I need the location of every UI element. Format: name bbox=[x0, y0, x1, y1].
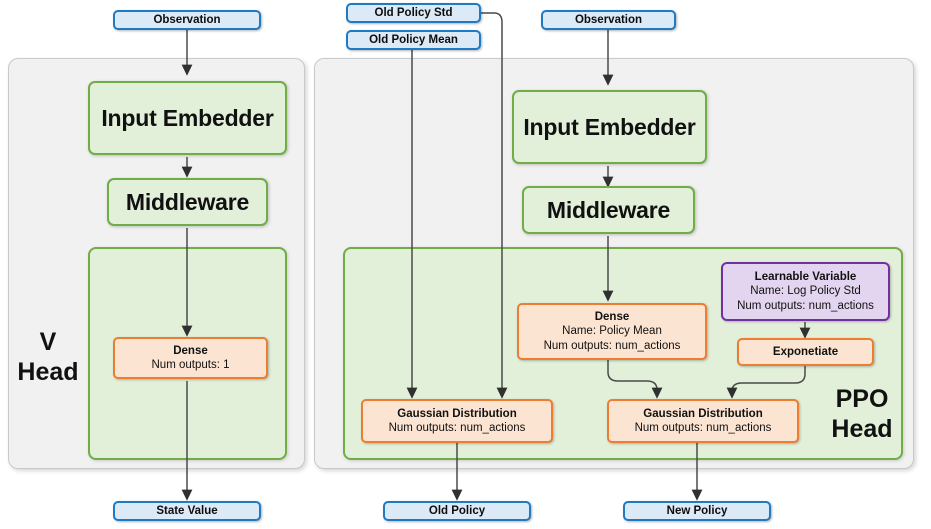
ppo-gaussian-old-num-outputs: Num outputs: num_actions bbox=[388, 422, 526, 434]
ppo-gaussian-old-title: Gaussian Distribution bbox=[397, 407, 517, 420]
input-old-policy-mean[interactable]: Old Policy Mean bbox=[346, 30, 481, 50]
ppo-gaussian-new-title: Gaussian Distribution bbox=[643, 407, 763, 420]
ppo-input-embedder-label: Input Embedder bbox=[523, 113, 696, 140]
input-observation-v[interactable]: Observation bbox=[113, 10, 261, 30]
input-old-policy-std[interactable]: Old Policy Std bbox=[346, 3, 481, 23]
v-dense-title: Dense bbox=[173, 344, 208, 357]
output-state-value-label: State Value bbox=[156, 504, 218, 517]
ppo-gaussian-old[interactable]: Gaussian Distribution Num outputs: num_a… bbox=[361, 399, 553, 443]
ppo-dense-name: Name: Policy Mean bbox=[562, 325, 662, 338]
ppo-learnable-variable-name: Name: Log Policy Std bbox=[750, 285, 861, 298]
v-head-label: V Head bbox=[17, 328, 79, 386]
ppo-learnable-variable[interactable]: Learnable Variable Name: Log Policy Std … bbox=[721, 262, 890, 321]
ppo-dense-num-outputs: Num outputs: num_actions bbox=[543, 339, 681, 352]
ppo-learnable-variable-num-outputs: Num outputs: num_actions bbox=[737, 299, 874, 312]
v-dense[interactable]: Dense Num outputs: 1 bbox=[113, 337, 268, 379]
ppo-dense-title: Dense bbox=[594, 311, 630, 324]
ppo-exponentiate[interactable]: Exponetiate bbox=[737, 338, 874, 366]
output-new-policy[interactable]: New Policy bbox=[623, 501, 771, 521]
input-observation-ppo[interactable]: Observation bbox=[541, 10, 676, 30]
ppo-middleware-label: Middleware bbox=[546, 196, 671, 223]
output-state-value[interactable]: State Value bbox=[113, 501, 261, 521]
ppo-dense-policy-mean[interactable]: Dense Name: Policy Mean Num outputs: num… bbox=[517, 303, 707, 360]
ppo-gaussian-new[interactable]: Gaussian Distribution Num outputs: num_a… bbox=[607, 399, 799, 443]
output-old-policy-label: Old Policy bbox=[428, 504, 486, 517]
output-new-policy-label: New Policy bbox=[666, 504, 728, 517]
input-old-policy-mean-label: Old Policy Mean bbox=[369, 33, 458, 46]
input-observation-ppo-label: Observation bbox=[574, 13, 643, 26]
ppo-middleware[interactable]: Middleware bbox=[522, 186, 695, 234]
ppo-gaussian-new-num-outputs: Num outputs: num_actions bbox=[634, 422, 772, 434]
v-input-embedder-label: Input Embedder bbox=[101, 104, 274, 131]
input-observation-v-label: Observation bbox=[153, 13, 221, 26]
v-middleware[interactable]: Middleware bbox=[107, 178, 268, 226]
v-middleware-label: Middleware bbox=[125, 188, 250, 215]
ppo-head-label: PPO Head bbox=[831, 385, 893, 443]
input-old-policy-std-label: Old Policy Std bbox=[374, 6, 453, 19]
v-dense-num-outputs: Num outputs: 1 bbox=[151, 359, 230, 371]
ppo-learnable-variable-title: Learnable Variable bbox=[754, 271, 857, 284]
ppo-input-embedder[interactable]: Input Embedder bbox=[512, 90, 707, 164]
ppo-exponentiate-title: Exponetiate bbox=[772, 345, 839, 358]
output-old-policy[interactable]: Old Policy bbox=[383, 501, 531, 521]
v-input-embedder[interactable]: Input Embedder bbox=[88, 81, 287, 155]
